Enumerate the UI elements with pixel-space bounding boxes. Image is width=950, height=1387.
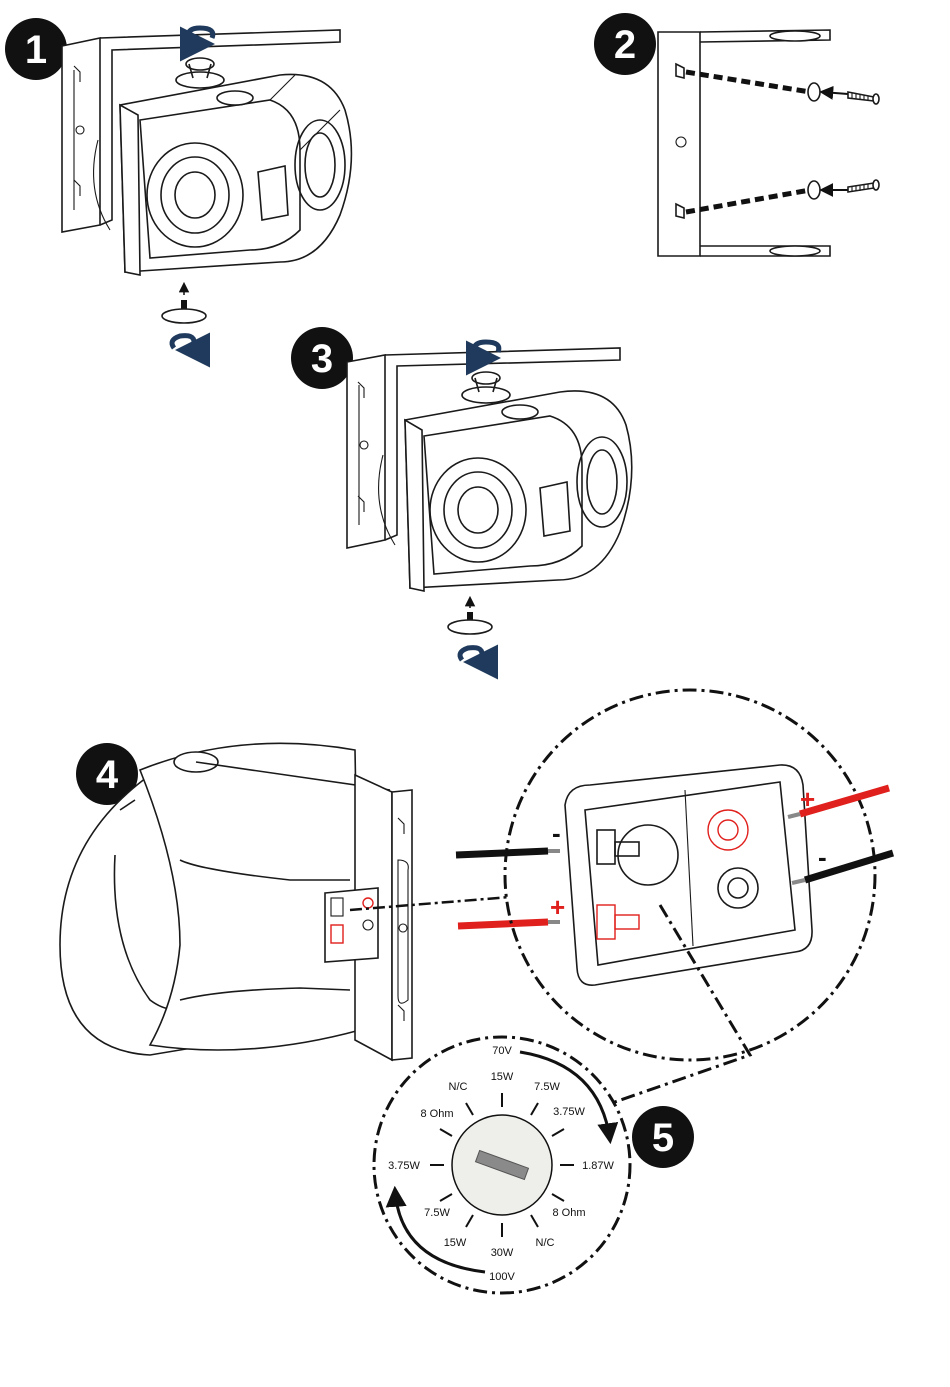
screw-icon bbox=[848, 180, 879, 192]
label-30w: 30W bbox=[491, 1247, 514, 1259]
label-15w-bottom: 15W bbox=[444, 1237, 467, 1249]
label-8ohm-right: 8 Ohm bbox=[552, 1207, 585, 1219]
step-1-group: 1 bbox=[5, 18, 351, 350]
label-7-5w-bottom: 7.5W bbox=[424, 1207, 450, 1219]
negative-sign-left: - bbox=[552, 818, 561, 848]
washer-icon bbox=[808, 83, 820, 101]
rotate-arrow-icon bbox=[460, 648, 482, 662]
step-3-badge: 3 bbox=[291, 327, 353, 389]
step-2-group: 2 bbox=[594, 13, 879, 256]
label-1-87w: 1.87W bbox=[582, 1160, 614, 1172]
top-knob-step1 bbox=[176, 58, 224, 88]
step-5-group: 5 70V 15W 7.5W 3.75W 1.87W 8 Ohm bbox=[374, 1037, 694, 1293]
step-2-number: 2 bbox=[614, 23, 636, 67]
step-3-group: 3 bbox=[291, 327, 632, 662]
mounting-line-upper bbox=[686, 72, 848, 101]
label-15w-top: 15W bbox=[491, 1071, 514, 1083]
label-7-5w-top: 7.5W bbox=[534, 1081, 560, 1093]
label-nc-right: N/C bbox=[536, 1237, 555, 1249]
top-knob-step3 bbox=[462, 372, 510, 403]
washer-icon bbox=[808, 181, 820, 199]
label-3-75w-left: 3.75W bbox=[388, 1160, 420, 1172]
rotate-arrow-icon bbox=[188, 28, 213, 44]
speaker-step1 bbox=[94, 74, 352, 275]
step-3-number: 3 bbox=[311, 337, 333, 381]
bottom-screw-step1 bbox=[162, 284, 206, 323]
label-3-75w-top: 3.75W bbox=[553, 1106, 585, 1118]
negative-wire-left: - bbox=[456, 818, 561, 855]
step-5-number: 5 bbox=[652, 1116, 674, 1160]
negative-sign-right: - bbox=[818, 842, 827, 872]
step-4-number: 4 bbox=[96, 753, 119, 797]
screw-icon bbox=[848, 92, 879, 104]
rotate-arrow-icon bbox=[474, 342, 499, 358]
mounting-line-lower bbox=[686, 181, 848, 212]
bottom-screw-step3 bbox=[448, 598, 492, 634]
label-100v: 100V bbox=[489, 1271, 515, 1283]
rotate-arrow-icon bbox=[172, 336, 194, 350]
step-1-badge: 1 bbox=[5, 18, 67, 80]
step-1-number: 1 bbox=[25, 28, 47, 72]
positive-wire-right: + bbox=[788, 784, 889, 817]
label-8ohm-left: 8 Ohm bbox=[420, 1108, 453, 1120]
label-70v: 70V bbox=[492, 1045, 512, 1057]
positive-sign-left: + bbox=[550, 892, 565, 922]
positive-sign-right: + bbox=[800, 784, 815, 814]
step-5-badge: 5 bbox=[632, 1106, 694, 1168]
label-nc-left: N/C bbox=[449, 1081, 468, 1093]
speaker-step3 bbox=[379, 391, 632, 591]
step-2-badge: 2 bbox=[594, 13, 656, 75]
wall-bracket bbox=[658, 30, 830, 256]
